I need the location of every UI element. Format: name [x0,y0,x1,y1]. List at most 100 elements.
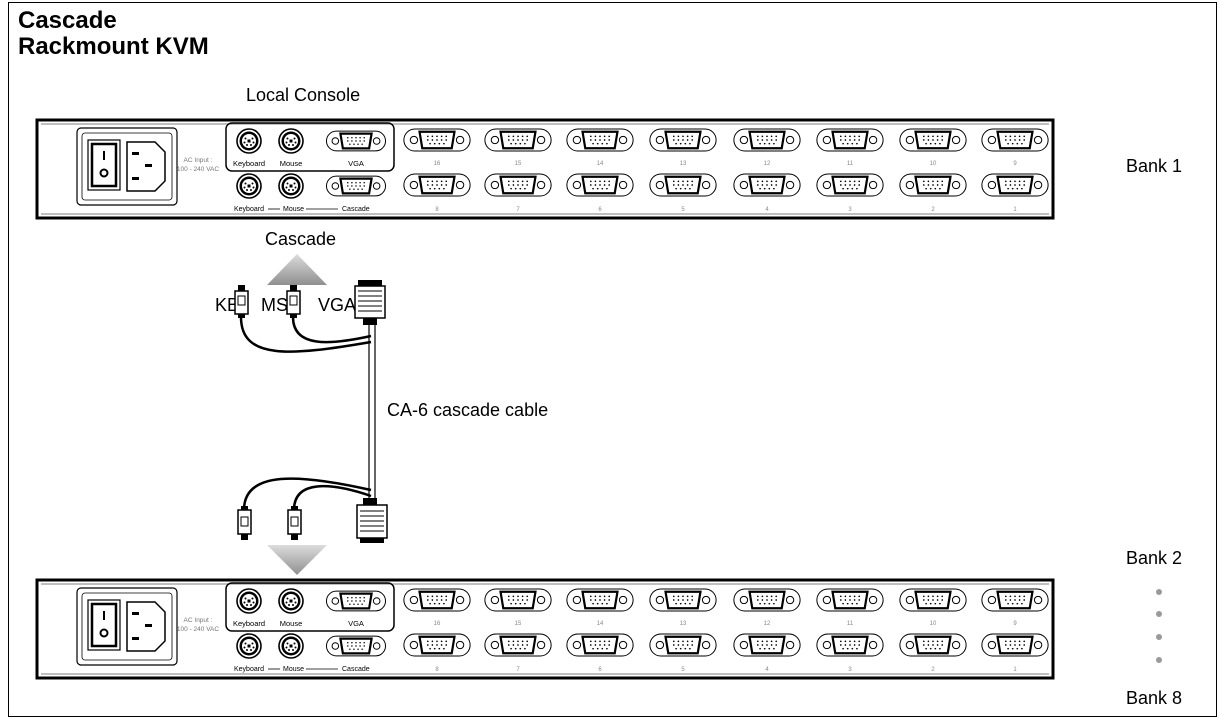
power-switch-icon [87,599,121,651]
vga-port-icon [649,128,717,152]
port-number-label: 2 [931,667,935,673]
power-inlet [76,127,178,206]
console-vga-port-label: VGA [348,159,364,168]
vga-port-icon [566,173,634,197]
vga-port-icon [816,128,884,152]
vga-port-icon [816,588,884,612]
vga-port-icon [403,128,471,152]
vga-port-icon [566,633,634,657]
vga-port-icon [981,128,1049,152]
vga-port-icon [566,128,634,152]
port-number-label: 9 [1013,161,1017,167]
vga-port-icon [325,130,387,152]
bank-2-panel: AC Input : 100 - 240 VAC Keyboard Mouse … [35,578,1055,680]
diagram-title-line2: Rackmount KVM [18,33,209,60]
up-arrow-icon [267,254,327,285]
power-inlet [76,587,178,666]
diagram-frame [8,2,1217,717]
ac-input-voltage-text: 100 - 240 VAC [177,626,219,633]
port-number-label: 2 [931,207,935,213]
bank-1-panel: AC Input : 100 - 240 VAC Keyboard Mouse … [35,118,1055,220]
down-arrow-icon [267,545,327,575]
vga-port-icon [566,588,634,612]
port-number-label: 9 [1013,621,1017,627]
ps2-port-icon [278,128,304,154]
port-number-label: 6 [598,667,602,673]
cascade-cable [234,280,388,543]
vga-port-icon [899,633,967,657]
cascade-keyboard-port-label: Keyboard [234,666,264,673]
port-number-label: 4 [765,667,769,673]
port-number-label: 13 [680,621,687,627]
port-number-label: 5 [681,207,685,213]
kb-label: KB [215,295,240,315]
diagram-title-line1: Cascade [18,7,117,34]
vga-port-icon [733,588,801,612]
vga-port-icon [981,173,1049,197]
vga-port-icon [649,173,717,197]
port-number-label: 15 [515,621,522,627]
port-number-label: 16 [434,621,441,627]
ps2-port-icon [236,588,262,614]
console-vga-port-label: VGA [348,619,364,628]
ps2-port-icon [278,588,304,614]
bank-2-label: Bank 2 [1126,548,1183,568]
ps2-port-icon [236,128,262,154]
kb-plug-icon [234,285,249,318]
ps2-port-icon [236,173,262,199]
vga-port-icon [403,173,471,197]
console-mouse-port-label: Mouse [280,619,303,628]
port-number-label: 1 [1013,207,1017,213]
port-number-label: 7 [516,667,520,673]
port-number-label: 8 [435,667,439,673]
port-number-label: 1 [1013,667,1017,673]
port-number-label: 6 [598,207,602,213]
port-number-label: 11 [847,621,854,627]
vga-port-icon [325,590,387,612]
port-number-label: 14 [597,161,604,167]
ac-input-voltage-text: 100 - 240 VAC [177,166,219,173]
console-mouse-port-label: Mouse [280,159,303,168]
vga-port-icon [816,173,884,197]
cascade-cable-label: CA-6 cascade cable [387,400,549,420]
vga-port-icon [733,128,801,152]
port-number-label: 12 [764,621,771,627]
console-keyboard-port-label: Keyboard [233,159,265,168]
port-number-label: 12 [764,161,771,167]
port-number-label: 5 [681,667,685,673]
port-number-label: 10 [930,621,937,627]
ac-socket-icon [126,141,166,192]
port-number-label: 11 [847,161,854,167]
ms-plug-icon [287,506,302,540]
cascade-port-label: Cascade [342,666,370,673]
vga-port-icon [733,173,801,197]
vga-port-icon [484,633,552,657]
vga-port-icon [733,633,801,657]
vga-port-icon [899,128,967,152]
continuation-dot [1156,634,1162,640]
port-number-label: 3 [848,667,852,673]
cascade-keyboard-port-label: Keyboard [234,206,264,213]
vga-port-icon [403,633,471,657]
vga-port-icon [325,175,387,197]
ac-input-text: AC Input : [184,617,213,624]
port-number-label: 15 [515,161,522,167]
bank-1-label: Bank 1 [1126,156,1183,176]
continuation-dot [1156,657,1162,663]
vga-port-icon [899,588,967,612]
vga-port-icon [484,588,552,612]
port-number-label: 4 [765,207,769,213]
kb-plug-icon [237,506,252,540]
vga-port-icon [649,633,717,657]
port-number-label: 13 [680,161,687,167]
ac-input-text: AC Input : [184,157,213,164]
console-keyboard-port-label: Keyboard [233,619,265,628]
vga-port-icon [484,173,552,197]
ps2-port-icon [278,633,304,659]
ac-socket-icon [126,601,166,652]
port-number-label: 10 [930,161,937,167]
